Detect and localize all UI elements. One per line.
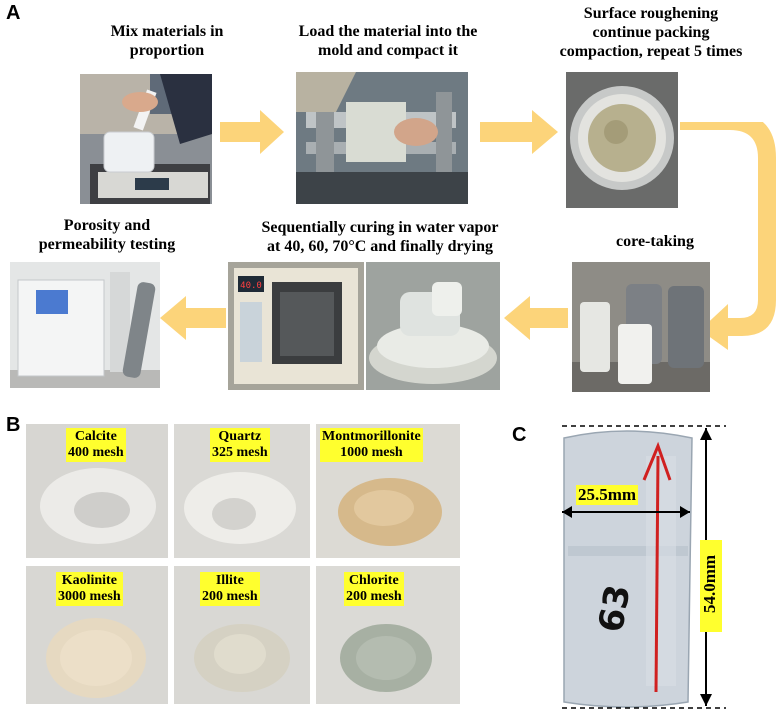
step-porosity-line1: Porosity and [63, 217, 151, 234]
panel-letter-c: C [512, 424, 527, 446]
arrow-core-to-curing [504, 296, 568, 340]
panel-letter-b: B [6, 414, 21, 436]
step-curing-line1: Sequentially curing in water vapor [261, 219, 499, 236]
mineral-label-montmorillonite: Montmorillonite 1000 mesh [320, 428, 423, 462]
core-height-rotated: 54.0mm [700, 554, 719, 614]
step-porosity-caption: Porosity and permeability testing [4, 216, 210, 254]
mineral-photo-chlorite [316, 566, 460, 704]
step-curing-line2: at 40, 60, 70°C and finally drying [267, 238, 493, 255]
step-rough-line2: continue packing [592, 24, 710, 41]
mineral-name: Chlorite [348, 573, 399, 588]
mineral-name: Calcite [74, 429, 117, 444]
arrow-load-to-rough [480, 110, 558, 154]
mineral-name: Kaolinite [61, 573, 117, 588]
core-sample-photo: 63 [556, 426, 706, 710]
oven-display-readout: 40.0 [240, 281, 262, 291]
photo-mold-compaction [296, 72, 468, 204]
mineral-photo-kaolinite [26, 566, 168, 704]
mineral-label-quartz: Quartz 325 mesh [210, 428, 270, 462]
arrow-rough-to-core [680, 122, 782, 350]
core-marker-text: 63 [591, 582, 639, 636]
core-height-label [700, 540, 722, 632]
photo-core-taking [572, 262, 710, 392]
step-rough-line3: compaction, repeat 5 times [559, 43, 743, 60]
step-rough-caption: Surface roughening continue packing comp… [520, 4, 782, 61]
mineral-mesh: 3000 mesh [58, 589, 121, 604]
step-rough-line1: Surface roughening [583, 5, 719, 22]
mineral-mesh: 200 mesh [346, 589, 402, 604]
photo-porosity-tester [10, 262, 160, 388]
arrow-curing-to-testing [160, 296, 226, 340]
mineral-mesh: 400 mesh [68, 445, 124, 460]
step-mix-caption: Mix materials in proportion [110, 23, 224, 59]
panel-letter-a: A [6, 2, 21, 24]
mineral-mesh: 200 mesh [202, 589, 258, 604]
photo-water-vapor-curing [366, 262, 500, 390]
mineral-name: Illite [215, 573, 244, 588]
step-curing-caption: Sequentially curing in water vapor at 40… [222, 218, 538, 256]
mineral-name: Montmorillonite [322, 429, 421, 444]
mineral-label-chlorite: Chlorite 200 mesh [344, 572, 404, 606]
step-load-caption: Load the material into the mold and comp… [298, 23, 478, 59]
mineral-mesh: 325 mesh [212, 445, 268, 460]
photo-surface-roughening [566, 72, 678, 208]
core-dimension-lines [550, 420, 782, 713]
mineral-mesh: 1000 mesh [340, 445, 403, 460]
photo-curing-oven: 40.0 [228, 262, 364, 390]
core-diameter-label: 25.5mm [576, 485, 639, 505]
mineral-name: Quartz [218, 429, 262, 444]
step-core-caption: core-taking [616, 233, 694, 250]
arrow-mix-to-load [220, 110, 284, 154]
step-porosity-line2: permeability testing [38, 236, 176, 253]
photo-mixing-balance [80, 74, 212, 204]
mineral-photo-quartz [174, 424, 310, 558]
mineral-label-kaolinite: Kaolinite 3000 mesh [56, 572, 123, 606]
mineral-label-illite: Illite 200 mesh [200, 572, 260, 606]
mineral-label-calcite: Calcite 400 mesh [66, 428, 126, 462]
